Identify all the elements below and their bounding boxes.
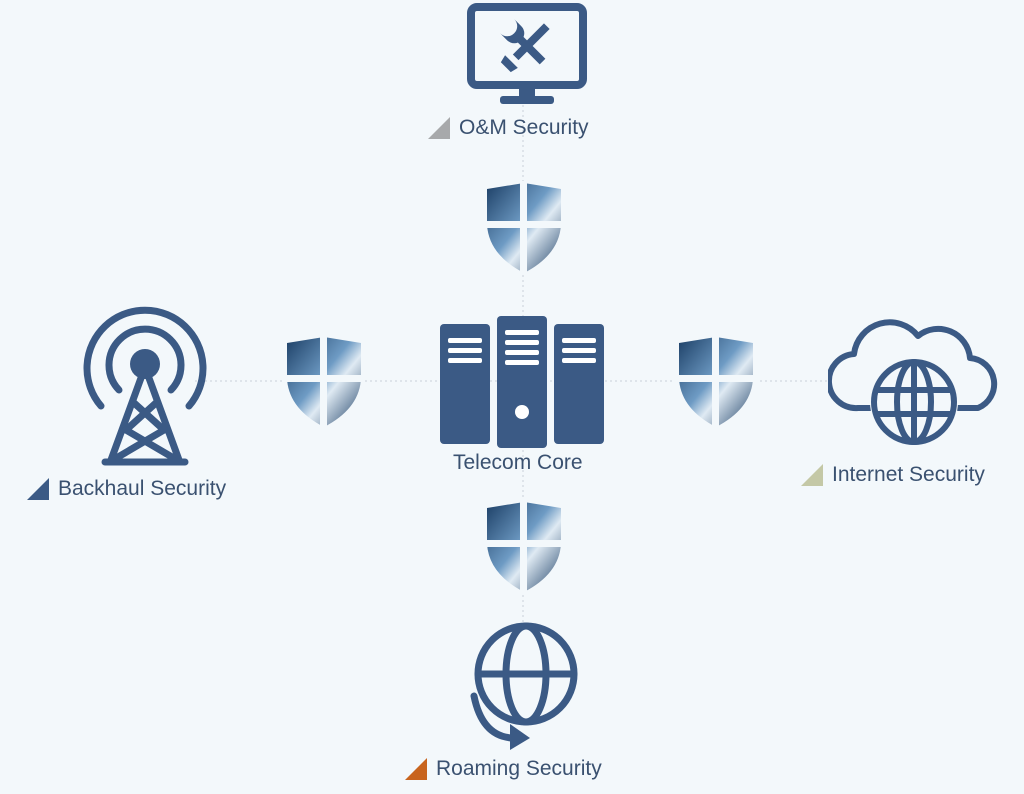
- om-security-label: O&M Security: [428, 116, 589, 140]
- internet-marker-icon: [801, 464, 823, 486]
- radio-tower-icon: [83, 306, 207, 466]
- backhaul-marker: [27, 478, 49, 500]
- monitor-tools-icon: [467, 3, 587, 104]
- internet-security-text: Internet Security: [832, 463, 985, 486]
- shield-icon-left: [283, 335, 365, 429]
- backhaul-security-text: Backhaul Security: [58, 477, 227, 500]
- shield-icon-top: [483, 181, 565, 275]
- backhaul-security-label: Backhaul Security: [27, 477, 226, 501]
- shield-icon-bottom: [483, 500, 565, 594]
- globe-arrow-icon: [470, 622, 578, 750]
- telecom-core-label: Telecom Core: [453, 451, 583, 475]
- telecom-core-text: Telecom Core: [453, 451, 583, 474]
- roaming-security-text: Roaming Security: [436, 757, 602, 780]
- shield-icon-right: [675, 335, 757, 429]
- backhaul-marker-icon: [27, 478, 49, 500]
- roaming-security-label: Roaming Security: [405, 757, 602, 781]
- roaming-marker: [405, 758, 427, 780]
- internet-security-label: Internet Security: [801, 463, 985, 487]
- cloud-globe-icon: [828, 319, 998, 446]
- om-marker: [428, 117, 450, 139]
- internet-marker: [801, 464, 823, 486]
- server-rack-icon: [440, 316, 604, 448]
- om-security-text: O&M Security: [459, 116, 589, 139]
- roaming-marker-icon: [405, 758, 427, 780]
- om-marker-icon: [428, 117, 450, 139]
